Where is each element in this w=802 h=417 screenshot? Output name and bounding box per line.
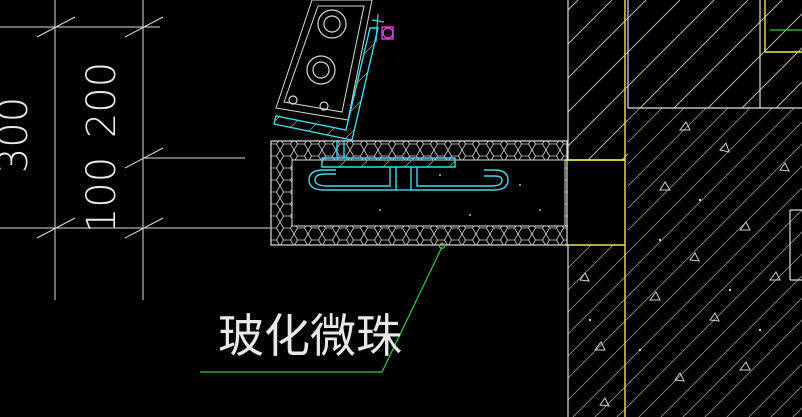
tilted-panel bbox=[273, 0, 394, 141]
dim-text-left: 300 bbox=[0, 97, 37, 173]
callout-leader bbox=[200, 242, 446, 373]
dimension-lines bbox=[0, 0, 270, 300]
bolt-icon bbox=[381, 26, 394, 40]
panel-holes bbox=[288, 9, 347, 111]
dimension-texts: 300 200 100 bbox=[0, 62, 125, 233]
wall-section bbox=[565, 0, 802, 417]
bracket-profile bbox=[308, 140, 509, 191]
dim-text-lower: 100 bbox=[79, 157, 125, 233]
callout-label: 玻化微珠 bbox=[218, 309, 402, 363]
dim-text-middle: 200 bbox=[79, 62, 125, 138]
